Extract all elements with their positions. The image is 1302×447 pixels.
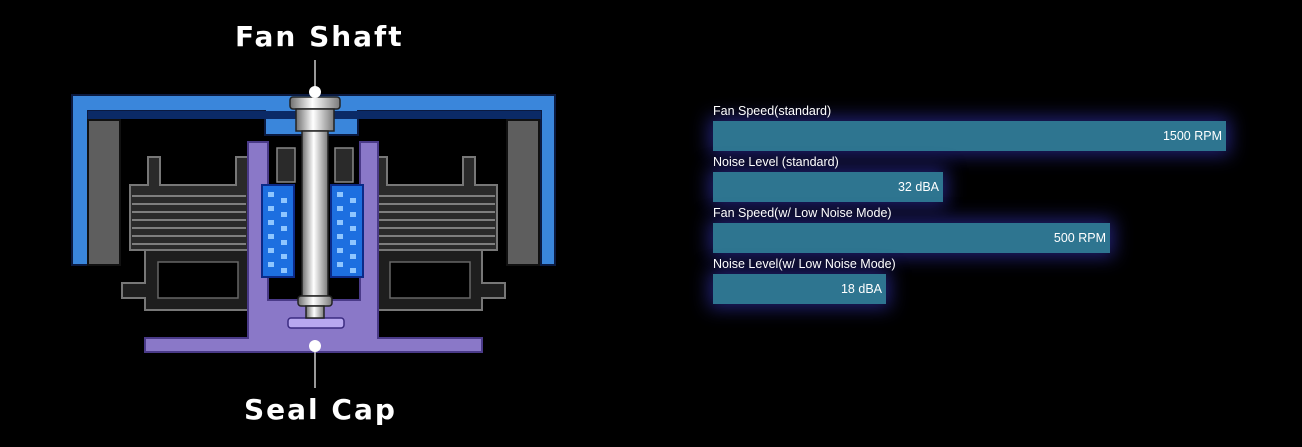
bar-category-label: Fan Speed(w/ Low Noise Mode) [713,206,892,220]
bar-category-label: Noise Level(w/ Low Noise Mode) [713,257,896,271]
sleeve-bearing-right [330,184,364,278]
bar-group: Noise Level(w/ Low Noise Mode) 18 dBA [713,257,1253,308]
left-magnet [87,119,121,266]
bar-group: Fan Speed(standard) 1500 RPM [713,104,1253,155]
bar-category-label: Fan Speed(standard) [713,104,832,118]
bar-category-label: Noise Level (standard) [713,155,839,169]
right-stator [374,156,506,311]
bar-group: Fan Speed(w/ Low Noise Mode) 500 RPM [713,206,1253,257]
fan-shaft-label: Fan Shaft [235,20,404,53]
seal-cap-pointer-dot [309,340,321,352]
sleeve-bearing-left [261,184,295,278]
bar: 500 RPM [713,223,1110,253]
seal-cap [287,317,345,329]
bar: 1500 RPM [713,121,1226,151]
comparison-bar-chart: Fan Speed(standard) 1500 RPM Noise Level (… [713,104,1253,308]
bar-value-label: 1500 RPM [1162,129,1222,143]
left-stator [121,156,251,311]
bar: 18 dBA [713,274,886,304]
fan-shaft-pointer-dot [309,86,321,98]
shaft-bushing [276,147,354,183]
bar: 32 dBA [713,172,943,202]
bar-value-label: 32 dBA [897,180,939,194]
fan-bearing-diagram [71,60,556,388]
bar-group: Noise Level (standard) 32 dBA [713,155,1253,206]
bar-value-label: 18 dBA [840,282,882,296]
bar-value-label: 500 RPM [1053,231,1106,245]
right-magnet [506,119,540,266]
seal-cap-label: Seal Cap [244,393,397,426]
